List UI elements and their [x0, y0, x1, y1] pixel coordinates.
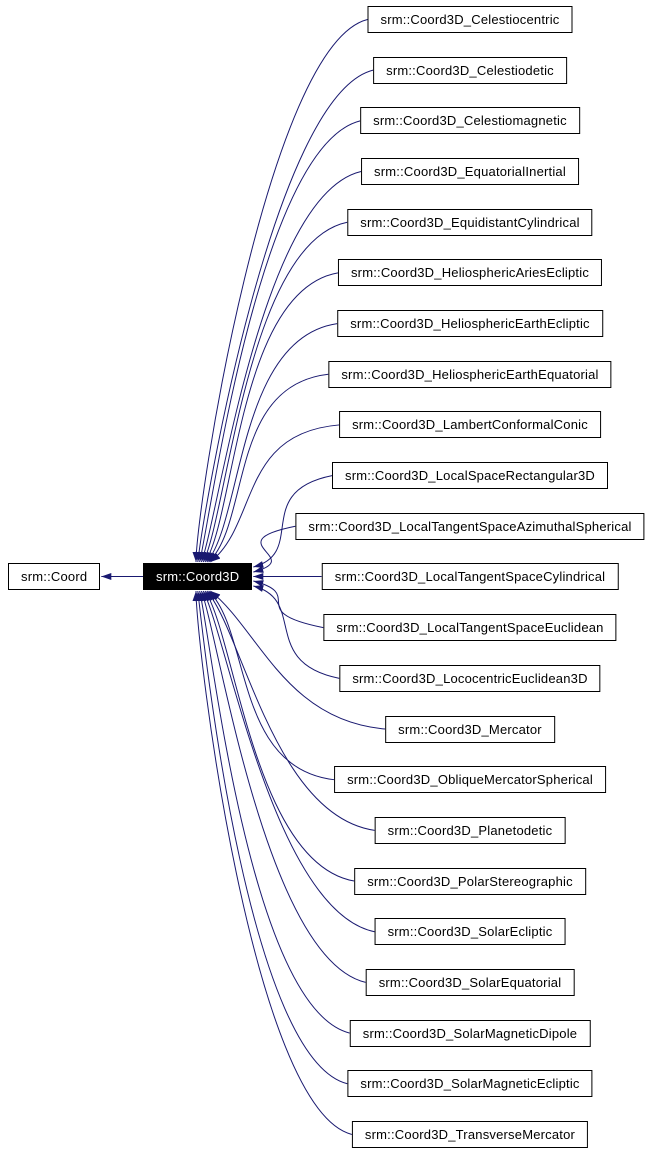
inheritance-edge	[204, 272, 339, 563]
derived-class-node[interactable]: srm::Coord3D_Celestiocentric	[367, 6, 573, 33]
derived-class-node[interactable]: srm::Coord3D_EquidistantCylindrical	[347, 208, 593, 236]
inheritance-edge	[198, 120, 361, 563]
derived-class-node[interactable]: srm::Coord3D_LocalTangentSpaceEuclidean	[323, 614, 617, 642]
derived-class-node[interactable]: srm::Coord3D_Celestiomagnetic	[360, 107, 580, 135]
inheritance-edge	[192, 590, 353, 1135]
derived-class-node[interactable]: srm::Coord3D_Celestiodetic	[373, 56, 567, 84]
inheritance-edge	[206, 590, 375, 831]
inheritance-edge	[204, 590, 355, 882]
inheritance-edge	[195, 69, 374, 563]
derived-class-node[interactable]: srm::Coord3D_LocalTangentSpaceCylindrica…	[321, 563, 619, 591]
inheritance-edge	[210, 424, 340, 563]
derived-class-node[interactable]: srm::Coord3D_SolarMagneticDipole	[349, 1019, 591, 1047]
derived-class-node[interactable]: srm::Coord3D_LambertConformalConic	[339, 411, 601, 439]
inheritance-edge	[208, 590, 335, 781]
inheritance-edge	[195, 590, 348, 1085]
inheritance-edge	[200, 171, 362, 563]
inheritance-edge	[253, 585, 340, 679]
inheritance-edge	[253, 525, 296, 573]
derived-class-node[interactable]: srm::Coord3D_SolarMagneticEcliptic	[347, 1070, 593, 1098]
focus-class-node[interactable]: srm::Coord3D	[143, 563, 253, 590]
inheritance-edge	[198, 590, 350, 1034]
derived-class-node[interactable]: srm::Coord3D_SolarEquatorial	[365, 968, 575, 996]
inheritance-edge	[200, 590, 366, 983]
inheritance-edge	[202, 221, 348, 563]
derived-class-node[interactable]: srm::Coord3D_TransverseMercator	[351, 1120, 589, 1148]
base-class-node[interactable]: srm::Coord	[8, 563, 101, 590]
inheritance-edge	[253, 475, 333, 568]
inheritance-edge	[253, 580, 324, 629]
inheritance-edge	[202, 590, 375, 933]
inheritance-edge	[210, 590, 386, 730]
inheritance-edge	[208, 373, 329, 563]
derived-class-node[interactable]: srm::Coord3D_ObliqueMercatorSpherical	[334, 766, 606, 794]
derived-class-node[interactable]: srm::Coord3D_EquatorialInertial	[361, 158, 579, 186]
inheritance-edge	[206, 323, 338, 563]
derived-class-node[interactable]: srm::Coord3D_HeliosphericEarthEquatorial	[328, 360, 612, 388]
derived-class-node[interactable]: srm::Coord3D_LococentricEuclidean3D	[339, 664, 601, 692]
derived-class-node[interactable]: srm::Coord3D_Mercator	[385, 715, 555, 743]
inheritance-edge	[192, 19, 368, 563]
derived-class-node[interactable]: srm::Coord3D_HeliosphericAriesEcliptic	[337, 259, 603, 287]
derived-class-node[interactable]: srm::Coord3D_LocalTangentSpaceAzimuthalS…	[295, 512, 645, 540]
derived-class-node[interactable]: srm::Coord3D_Planetodetic	[374, 816, 566, 844]
derived-class-node[interactable]: srm::Coord3D_LocalSpaceRectangular3D	[332, 462, 608, 490]
derived-class-node[interactable]: srm::Coord3D_SolarEcliptic	[374, 918, 566, 946]
derived-class-node[interactable]: srm::Coord3D_HeliosphericEarthEcliptic	[337, 310, 603, 338]
derived-class-node[interactable]: srm::Coord3D_PolarStereographic	[354, 867, 586, 895]
